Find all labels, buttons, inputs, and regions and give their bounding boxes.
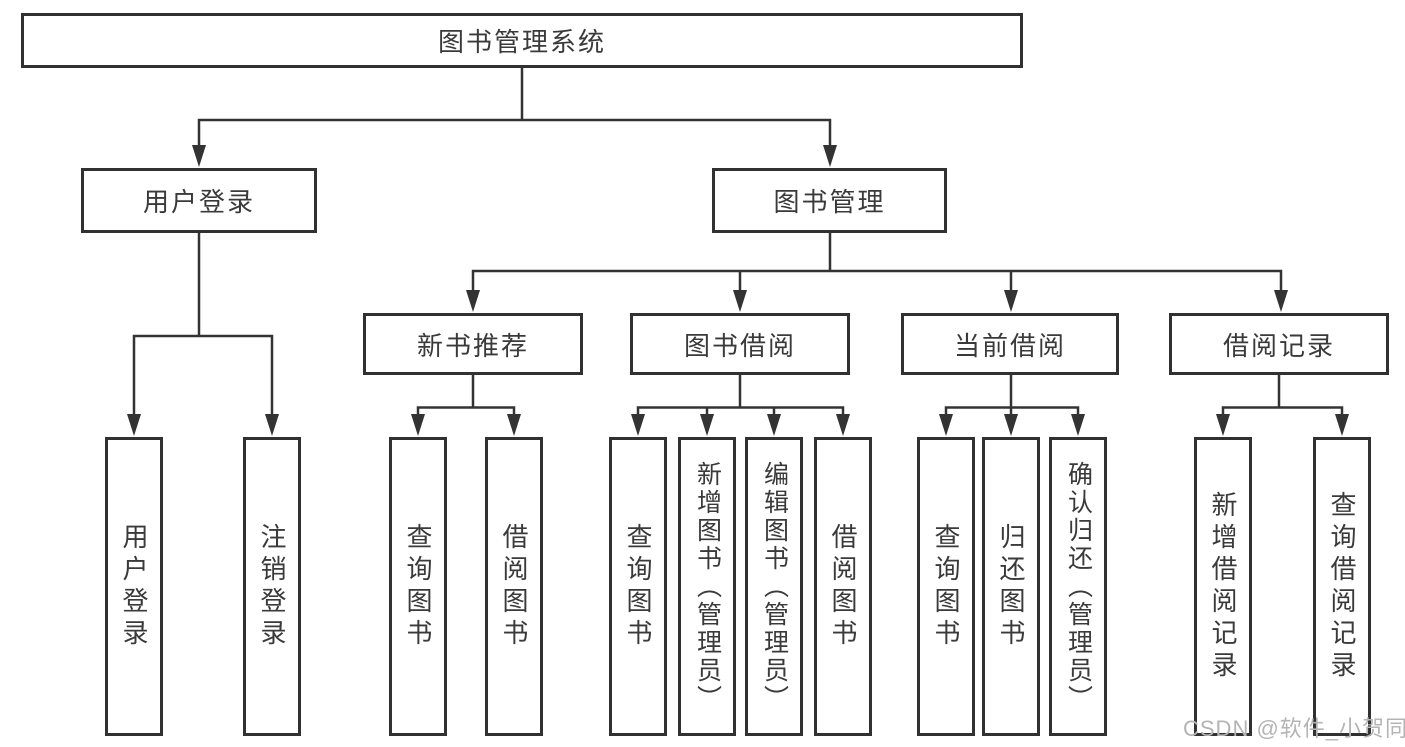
node-label: 用户登录 xyxy=(142,187,255,217)
node-label: 新书推荐 xyxy=(416,330,529,361)
leaf-query-books-2: 查询图书 xyxy=(609,437,667,736)
leaf-query-borrow-record: 查询借阅记录 xyxy=(1313,437,1371,736)
node-label: 借阅记录 xyxy=(1222,330,1335,361)
leaf-query-books-3: 查询图书 xyxy=(917,437,975,736)
leaf-return-books: 归还图书 xyxy=(982,437,1040,736)
leaf-user-login: 用户登录 xyxy=(105,437,163,736)
node-label: 图书管理系统 xyxy=(437,27,606,57)
leaf-label: 新增借阅记录 xyxy=(1208,490,1238,683)
leaf-label: 新增图书（管理员） xyxy=(693,460,722,713)
node-label: 图书管理 xyxy=(773,187,886,217)
node-label: 当前借阅 xyxy=(953,330,1066,361)
csdn-watermark: CSDN @软件_小贺同学 xyxy=(1183,716,1405,741)
leaf-label: 查询图书 xyxy=(623,522,653,651)
leaf-borrow-books-1: 借阅图书 xyxy=(485,437,543,736)
leaf-label: 用户登录 xyxy=(119,522,149,651)
node-book-borrowing: 图书借阅 xyxy=(630,313,850,375)
leaf-label: 确认归还（管理员） xyxy=(1064,460,1093,713)
node-current-borrowing: 当前借阅 xyxy=(901,313,1119,375)
leaf-label: 查询图书 xyxy=(931,522,961,651)
leaf-label: 借阅图书 xyxy=(499,522,529,651)
node-user-login: 用户登录 xyxy=(81,168,317,233)
leaf-add-books-admin: 新增图书（管理员） xyxy=(678,437,736,736)
leaf-label: 借阅图书 xyxy=(828,522,858,651)
leaf-label: 归还图书 xyxy=(996,522,1026,651)
leaf-borrow-books-2: 借阅图书 xyxy=(814,437,872,736)
node-borrowing-records: 借阅记录 xyxy=(1169,313,1389,375)
leaf-label: 查询图书 xyxy=(403,522,433,651)
leaf-add-borrow-record: 新增借阅记录 xyxy=(1194,437,1252,736)
leaf-logout: 注销登录 xyxy=(243,437,301,736)
node-new-book-recommend: 新书推荐 xyxy=(363,313,583,375)
leaf-confirm-return-admin: 确认归还（管理员） xyxy=(1049,437,1107,736)
leaf-edit-books-admin: 编辑图书（管理员） xyxy=(745,437,803,736)
leaf-label: 注销登录 xyxy=(257,522,287,651)
node-root-book-management-system: 图书管理系统 xyxy=(21,13,1023,68)
leaf-label: 查询借阅记录 xyxy=(1327,490,1357,683)
leaf-label: 编辑图书（管理员） xyxy=(760,460,789,713)
node-book-management: 图书管理 xyxy=(712,168,947,233)
leaf-query-books-1: 查询图书 xyxy=(389,437,447,736)
node-label: 图书借阅 xyxy=(683,330,796,361)
